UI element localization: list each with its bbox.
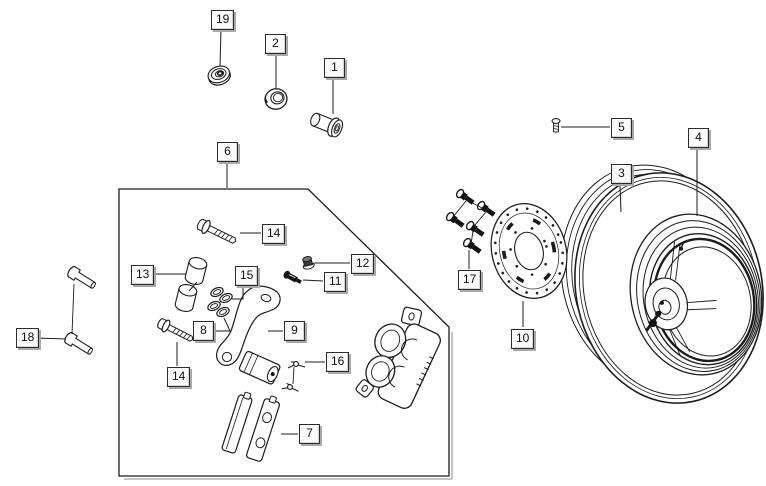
group-box [118, 188, 453, 480]
nut-12-drawing [302, 256, 315, 270]
pad-springs-drawing [281, 361, 306, 392]
callout-4[interactable]: 4 [688, 128, 709, 148]
caliper-drawing [355, 306, 441, 409]
bolt-14b-drawing [157, 318, 194, 342]
leader-lines [35, 28, 698, 435]
callout-15[interactable]: 15 [235, 266, 259, 286]
callout-5[interactable]: 5 [611, 118, 632, 138]
callout-6[interactable]: 6 [217, 142, 238, 162]
callout-16[interactable]: 16 [326, 352, 350, 372]
nut-19-drawing [207, 65, 231, 86]
bracket-drawing [216, 285, 281, 385]
pins-18-drawing [64, 266, 96, 355]
brake-pads-drawing [221, 391, 281, 462]
callout-14b[interactable]: 14 [167, 367, 191, 387]
callout-2[interactable]: 2 [265, 34, 286, 54]
callout-8[interactable]: 8 [193, 321, 214, 341]
callout-12[interactable]: 12 [351, 254, 375, 274]
callout-9[interactable]: 9 [284, 321, 305, 341]
callout-3[interactable]: 3 [611, 164, 632, 184]
callout-7[interactable]: 7 [299, 424, 320, 444]
wheel-tire-drawing [560, 164, 764, 404]
callout-19[interactable]: 19 [211, 10, 235, 30]
bolt-14a-drawing [196, 218, 237, 244]
brake-disc-drawing [490, 203, 568, 299]
spacer-2-drawing [264, 88, 288, 110]
callout-18[interactable]: 18 [16, 328, 40, 348]
callout-14a[interactable]: 14 [262, 224, 286, 244]
callout-17[interactable]: 17 [458, 270, 482, 290]
bushing-1-drawing [310, 112, 344, 138]
callout-11[interactable]: 11 [324, 272, 347, 292]
callout-13[interactable]: 13 [131, 265, 155, 285]
callout-1[interactable]: 1 [324, 58, 345, 78]
callout-10[interactable]: 10 [511, 329, 535, 349]
pistons-drawing [174, 257, 208, 312]
screw-drawing [551, 118, 561, 133]
disc-bolts-drawing [445, 188, 496, 254]
bleed-screw-drawing [283, 270, 302, 284]
seals-drawing [207, 286, 233, 318]
